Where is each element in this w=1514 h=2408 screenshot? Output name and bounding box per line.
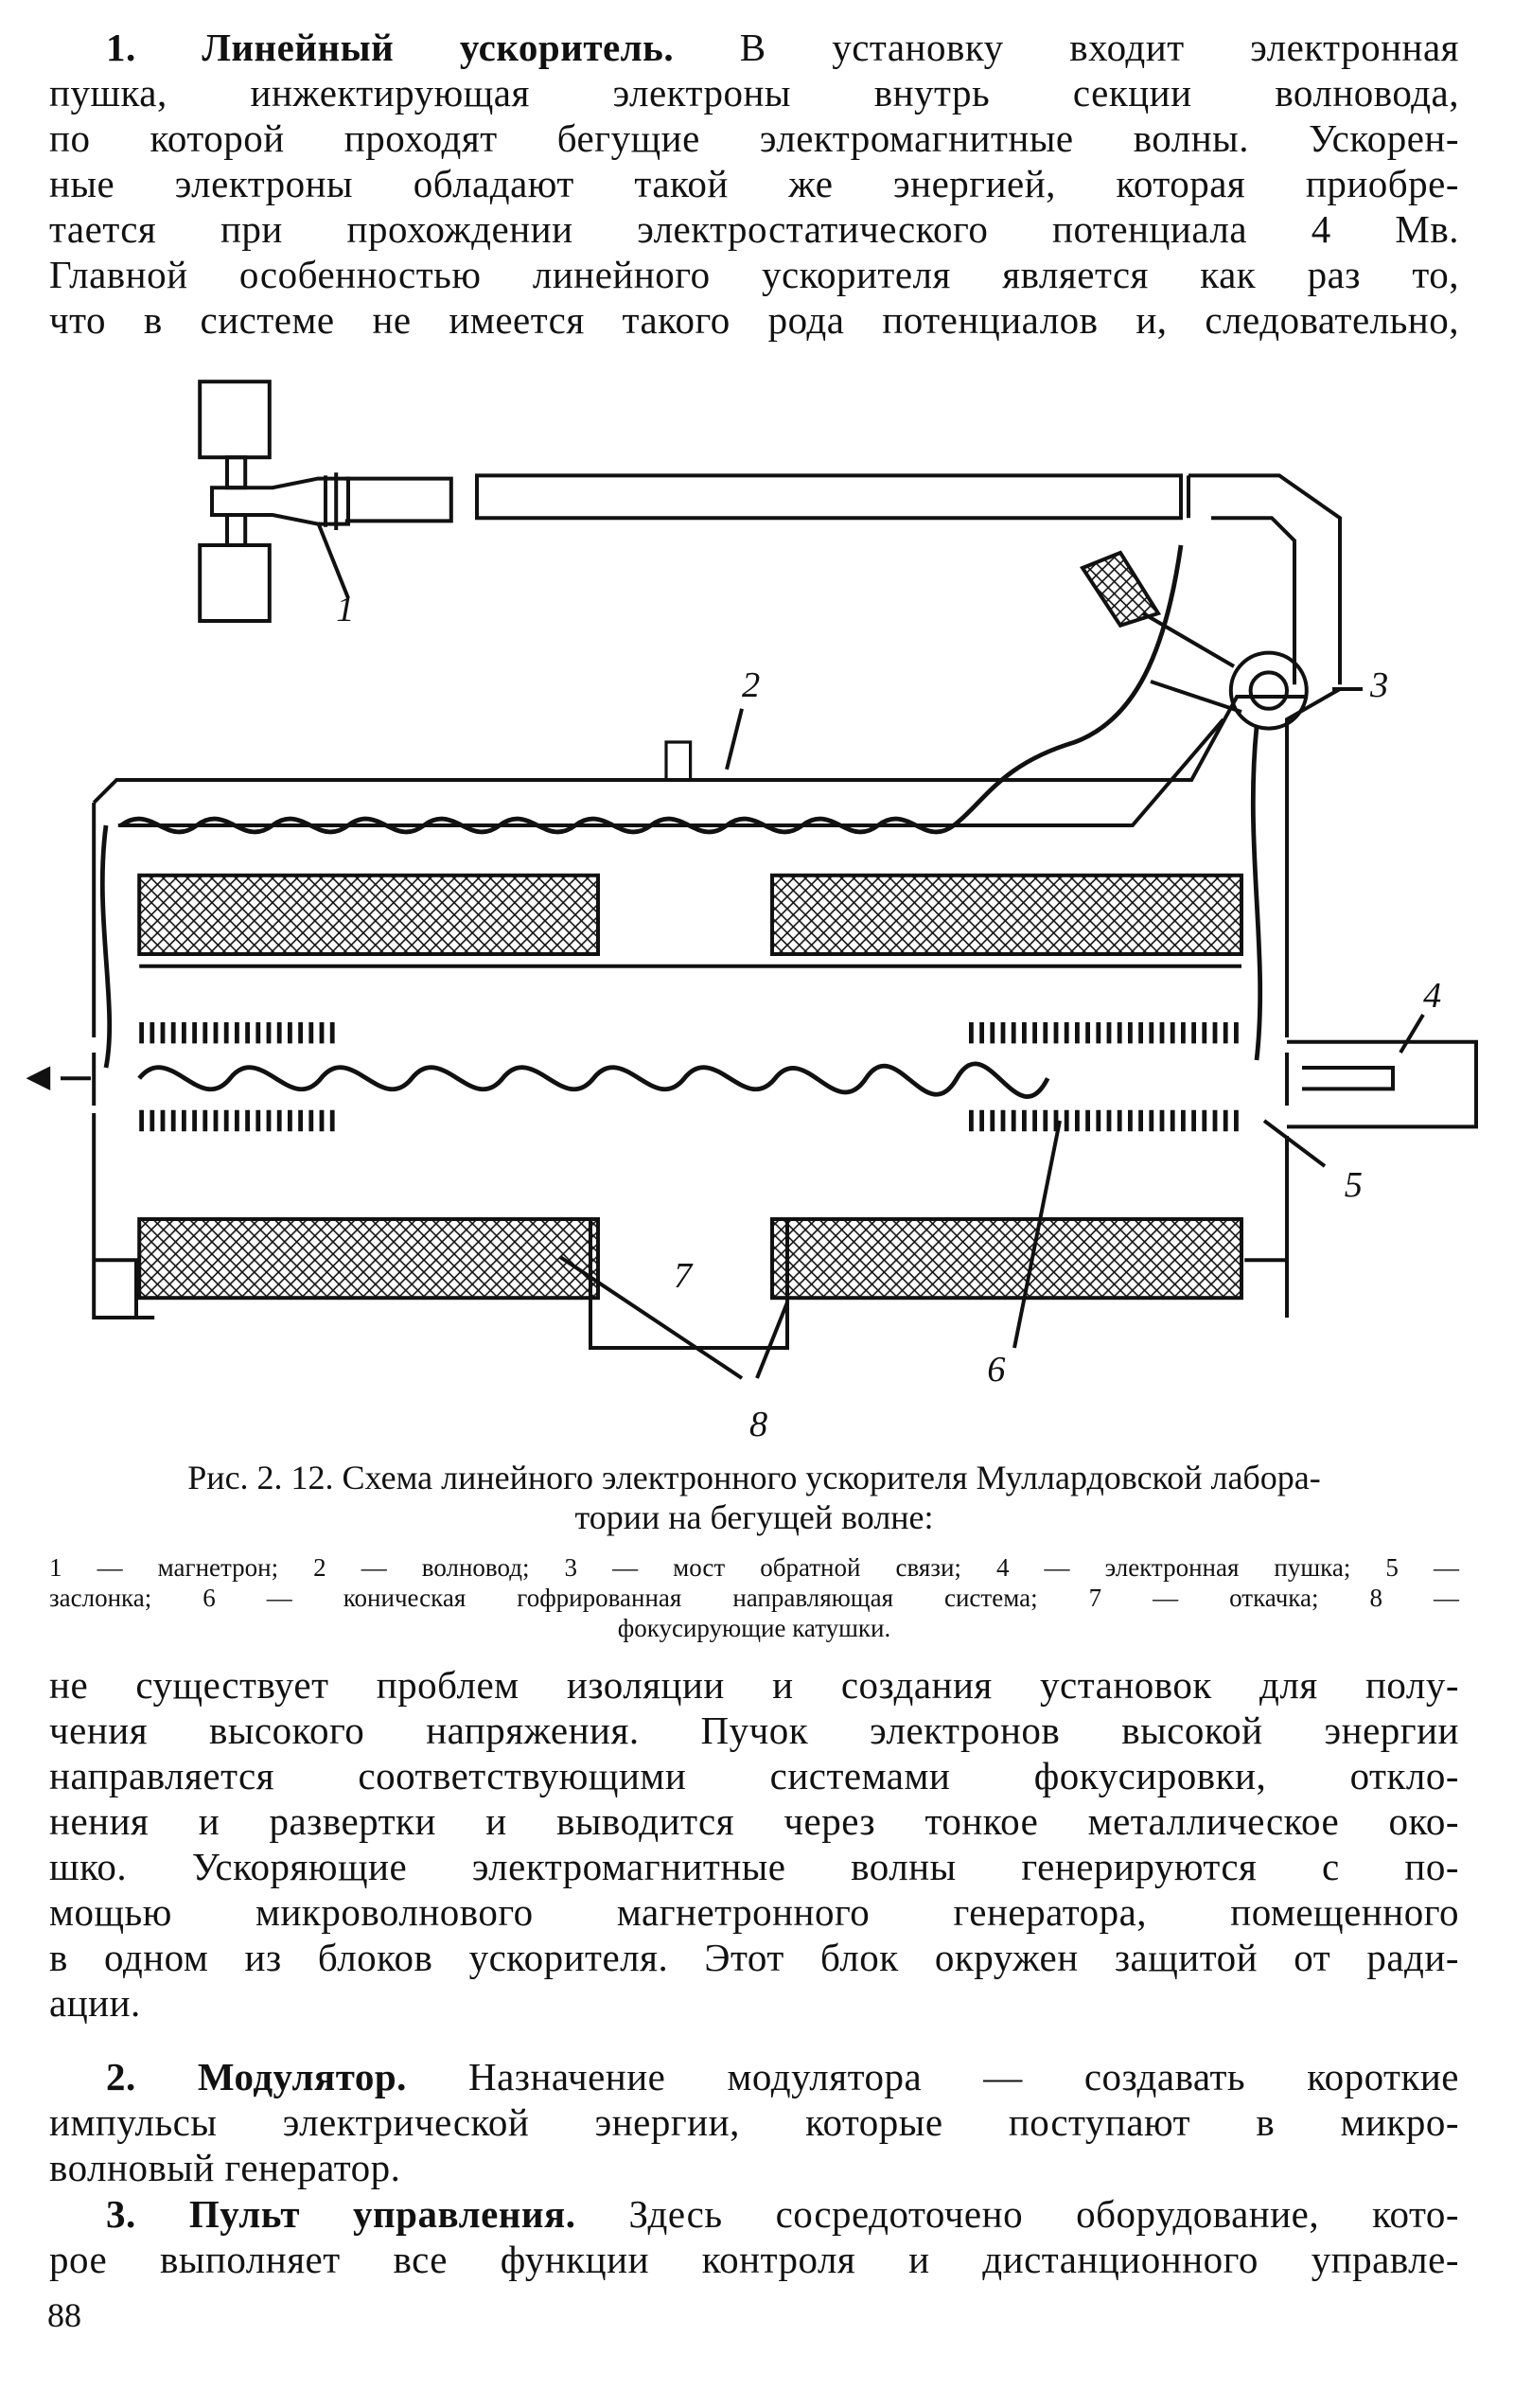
text-line: по которой проходят бегущие электромагни… (49, 116, 1459, 160)
page-number: 88 (47, 2296, 81, 2334)
label-3: 3 (1369, 665, 1388, 705)
paragraph-continuation: не существует проблем изоляции и создани… (49, 1663, 1459, 2025)
label-4: 4 (1423, 976, 1441, 1016)
paragraph-linear-accelerator: 1. Линейный ускоритель. В установку вход… (49, 26, 1460, 342)
label-2: 2 (742, 665, 760, 705)
label-5: 5 (1345, 1165, 1363, 1205)
figure-caption: Рис. 2. 12. Схема линейного электронного… (187, 1459, 1321, 1536)
focusing-coil (137, 1217, 600, 1301)
focusing-coil (770, 873, 1243, 957)
paragraph-control-panel: 3. Пульт управления. Здесь сосредоточено… (49, 2192, 1459, 2281)
text-line: тается при прохождении электростатическо… (49, 207, 1459, 251)
label-1: 1 (336, 590, 354, 629)
label-7: 7 (674, 1256, 694, 1296)
text-line: ные электроны обладают такой же энергией… (49, 162, 1459, 205)
label-6: 6 (987, 1350, 1006, 1390)
paragraph-modulator: 2. Модулятор. Назначение модулятора — со… (49, 2055, 1459, 2189)
section-heading: 2. Модулятор. (106, 2055, 407, 2098)
text-line: пушка, инжектирующая электроны внутрь се… (49, 71, 1459, 115)
magnetron (198, 380, 350, 623)
label-8: 8 (749, 1405, 767, 1444)
text-line: Главной особенностью линейного ускорител… (49, 253, 1459, 296)
figure-legend: 1 — магнетрон; 2 — волновод; 3 — мост об… (49, 1553, 1459, 1642)
text-line: что в системе не имеется такого рода пот… (49, 298, 1459, 342)
section-heading: 3. Пульт управления. (106, 2192, 576, 2236)
focusing-coil (770, 1217, 1243, 1301)
section-heading: 1. Линейный ускоритель. (106, 26, 675, 69)
focusing-coil (137, 873, 600, 957)
accelerator-diagram: 1 2 3 4 5 6 7 8 (26, 380, 1478, 1444)
